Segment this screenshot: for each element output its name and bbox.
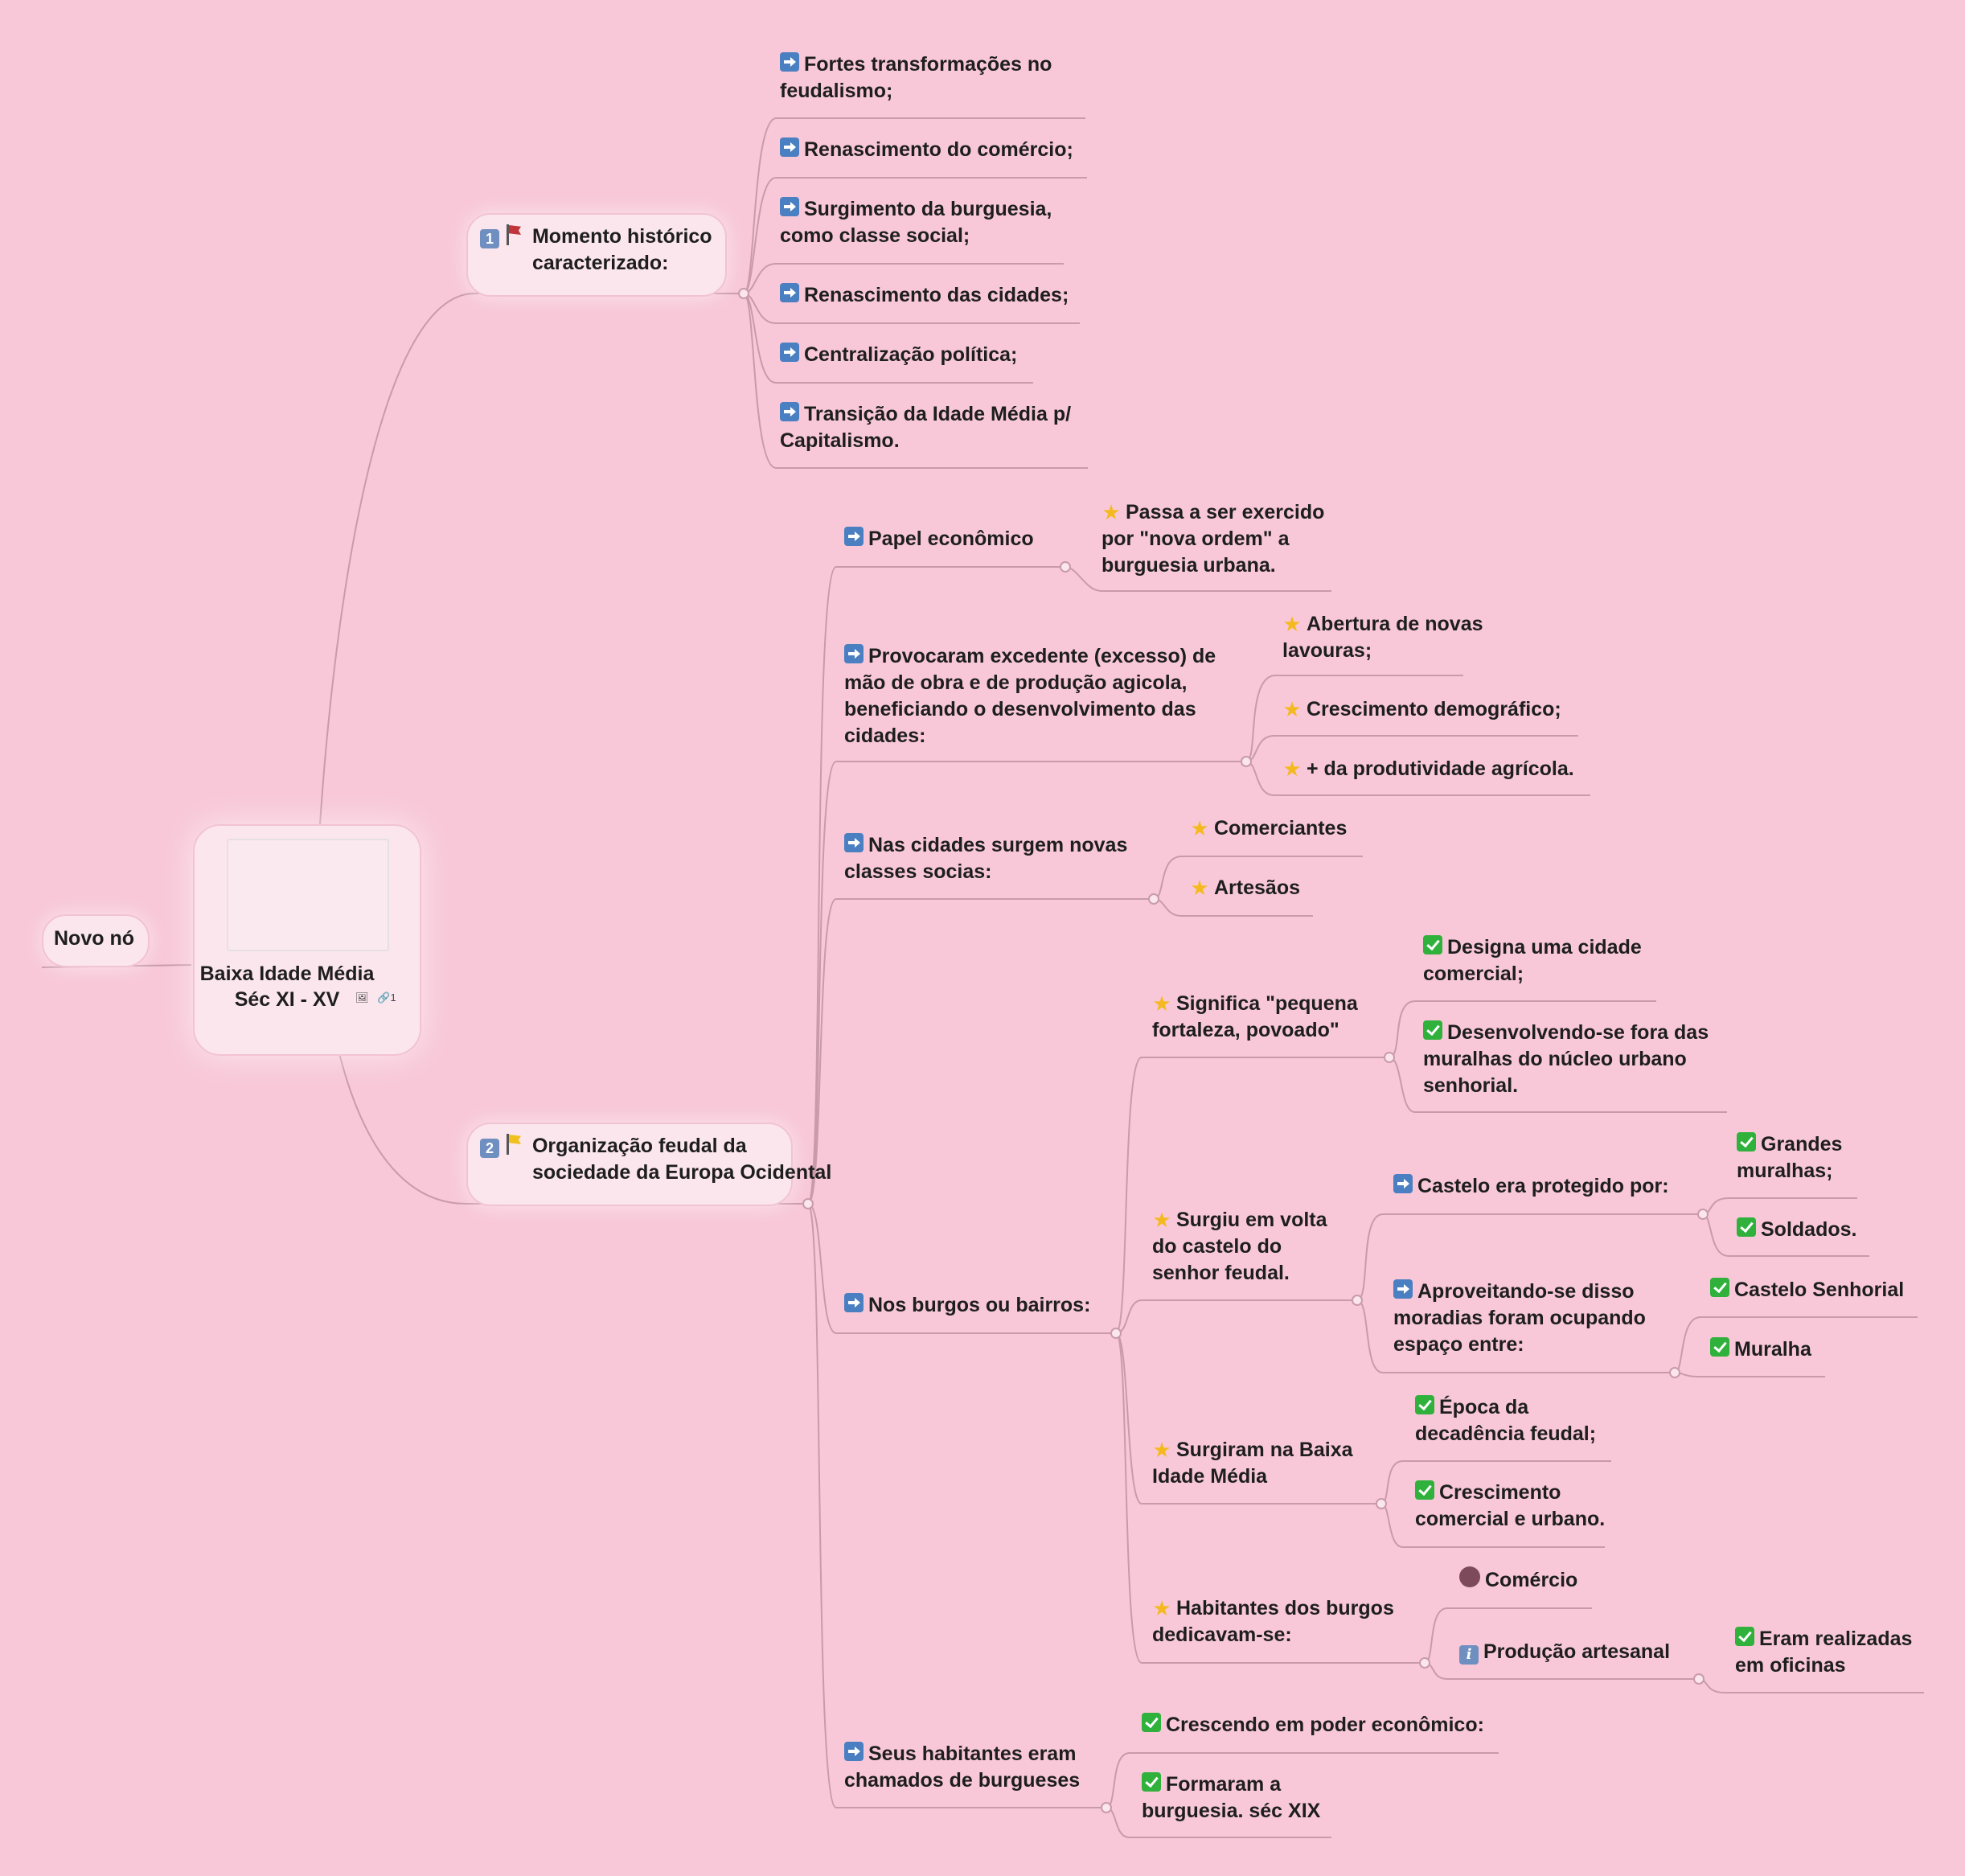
image-icon[interactable]: 🖼 — [355, 991, 369, 1004]
yellow-flag-icon — [504, 1134, 522, 1155]
papel-child-1[interactable]: ★Passa a ser exercido por "nova ordem" a… — [1101, 500, 1325, 577]
b1-item-1[interactable]: Fortes transformações no feudalismo; — [780, 52, 1052, 102]
b1-item-3[interactable]: Surgimento da burguesia, como classe soc… — [780, 197, 1052, 247]
arrow-right-icon — [780, 283, 799, 302]
arrow-right-icon — [844, 1742, 864, 1761]
checkmark-icon — [1415, 1480, 1434, 1500]
checkmark-icon — [1737, 1132, 1756, 1151]
checkmark-icon — [1415, 1395, 1434, 1414]
cidades-child-1[interactable]: ★Comerciantes — [1190, 816, 1348, 840]
arrow-right-icon — [844, 1293, 864, 1312]
b2-nas-cidades[interactable]: Nas cidades surgem novas classes socias: — [844, 833, 1128, 883]
arrow-right-icon — [780, 402, 799, 421]
star-icon: ★ — [1282, 697, 1302, 721]
b2-seus-habitantes[interactable]: Seus habitantes eram chamados de burgues… — [844, 1742, 1081, 1792]
burgos-habitantes[interactable]: ★Habitantes dos burgos dedicavam-se: — [1152, 1596, 1394, 1646]
checkmark-icon — [1423, 935, 1442, 954]
aproveitando[interactable]: Aproveitando-se disso moradias foram ocu… — [1393, 1279, 1646, 1356]
producao-child-1[interactable]: Eram realizadas em oficinas — [1735, 1627, 1913, 1677]
aproveitando-child-2[interactable]: Muralha — [1710, 1336, 1811, 1363]
number-2-icon: 2 — [480, 1139, 499, 1158]
root-title: Baixa Idade Média Séc XI - XV — [199, 963, 375, 1011]
arrow-right-icon — [1393, 1174, 1413, 1193]
arrow-right-icon — [780, 138, 799, 157]
arrow-right-icon — [780, 52, 799, 72]
b2-nos-burgos[interactable]: Nos burgos ou bairros: — [844, 1292, 1090, 1319]
star-icon: ★ — [1152, 1438, 1171, 1462]
arrow-right-icon — [844, 644, 864, 663]
cidades-child-2[interactable]: ★Artesãos — [1190, 876, 1300, 900]
star-icon: ★ — [1282, 757, 1302, 781]
checkmark-icon — [1735, 1627, 1754, 1646]
star-icon: ★ — [1152, 1208, 1171, 1232]
surgiram-child-2[interactable]: Crescimento comercial e urbano. — [1415, 1480, 1606, 1530]
aproveitando-child-1[interactable]: Castelo Senhorial — [1710, 1277, 1904, 1303]
b2-papel-economico[interactable]: Papel econômico — [844, 526, 1034, 552]
checkmark-icon — [1710, 1278, 1729, 1297]
star-icon: ★ — [1190, 876, 1209, 900]
floating-node[interactable] — [42, 914, 150, 967]
branch-1-label: Momento histórico caracterizado: — [531, 225, 712, 274]
provocaram-child-3[interactable]: ★+ da produtividade agrícola. — [1282, 757, 1574, 781]
provocaram-child-2[interactable]: ★Crescimento demográfico; — [1282, 697, 1561, 721]
arrow-right-icon — [844, 833, 864, 852]
protegido-child-1[interactable]: Grandes muralhas; — [1737, 1132, 1843, 1182]
red-flag-icon — [504, 224, 522, 245]
burgos-surgiram[interactable]: ★Surgiram na Baixa Idade Média — [1152, 1438, 1353, 1488]
checkmark-icon — [1710, 1337, 1729, 1357]
surgiram-child-1[interactable]: Época da decadência feudal; — [1415, 1395, 1597, 1445]
b1-item-4[interactable]: Renascimento das cidades; — [780, 282, 1069, 309]
seus-hab-child-2[interactable]: Formaram a burguesia. séc XIX — [1142, 1772, 1321, 1822]
star-icon: ★ — [1101, 500, 1121, 524]
link-icon[interactable]: 🔗 — [377, 991, 391, 1004]
number-1-icon: 1 — [480, 229, 499, 248]
info-icon: i — [1459, 1645, 1479, 1665]
burgos-surgiu[interactable]: ★Surgiu em volta do castelo do senhor fe… — [1152, 1208, 1327, 1284]
provocaram-child-1[interactable]: ★Abertura de novas lavouras; — [1282, 612, 1483, 662]
link-count: 1 — [390, 991, 396, 1004]
b1-item-5[interactable]: Centralização política; — [780, 342, 1017, 368]
checkmark-icon — [1142, 1713, 1161, 1732]
star-icon: ★ — [1152, 991, 1171, 1016]
root-topic[interactable]: Baixa Idade Média Séc XI - XV 🖼 🔗1 — [193, 824, 421, 1056]
significa-child-2[interactable]: Desenvolvendo-se fora das muralhas do nú… — [1423, 1020, 1709, 1097]
arrow-right-icon — [780, 197, 799, 216]
root-image-placeholder — [227, 839, 389, 951]
checkmark-icon — [1142, 1772, 1161, 1792]
root-meta: 🖼 🔗1 — [355, 991, 396, 1004]
star-icon: ★ — [1190, 816, 1209, 840]
checkmark-icon — [1737, 1217, 1756, 1237]
arrow-right-icon — [780, 343, 799, 362]
branch-2-label: Organização feudal da sociedade da Europ… — [531, 1135, 832, 1184]
b1-item-6[interactable]: Transição da Idade Média p/ Capitalismo. — [780, 402, 1072, 452]
checkmark-icon — [1423, 1020, 1442, 1040]
b1-item-2[interactable]: Renascimento do comércio; — [780, 137, 1073, 163]
significa-child-1[interactable]: Designa uma cidade comercial; — [1423, 935, 1642, 985]
branch-1-topic: 1 Momento histórico caracterizado: — [480, 224, 765, 277]
castelo-protegido[interactable]: Castelo era protegido por: — [1393, 1173, 1669, 1200]
protegido-child-2[interactable]: Soldados. — [1737, 1217, 1856, 1243]
burgos-significa[interactable]: ★Significa "pequena fortaleza, povoado" — [1152, 991, 1358, 1041]
seus-hab-child-1[interactable]: Crescendo em poder econômico: — [1142, 1712, 1484, 1738]
dot-icon — [1459, 1566, 1480, 1587]
habitantes-child-comercio[interactable]: Comércio — [1459, 1566, 1577, 1594]
branch-2-topic: 2 Organização feudal da sociedade da Eur… — [480, 1133, 838, 1186]
arrow-right-icon — [844, 527, 864, 546]
star-icon: ★ — [1282, 612, 1302, 636]
floating-node-label: Novo nó — [54, 927, 134, 950]
star-icon: ★ — [1152, 1596, 1171, 1620]
arrow-right-icon — [1393, 1279, 1413, 1299]
b2-provocaram[interactable]: Provocaram excedente (excesso) de mão de… — [844, 644, 1216, 747]
